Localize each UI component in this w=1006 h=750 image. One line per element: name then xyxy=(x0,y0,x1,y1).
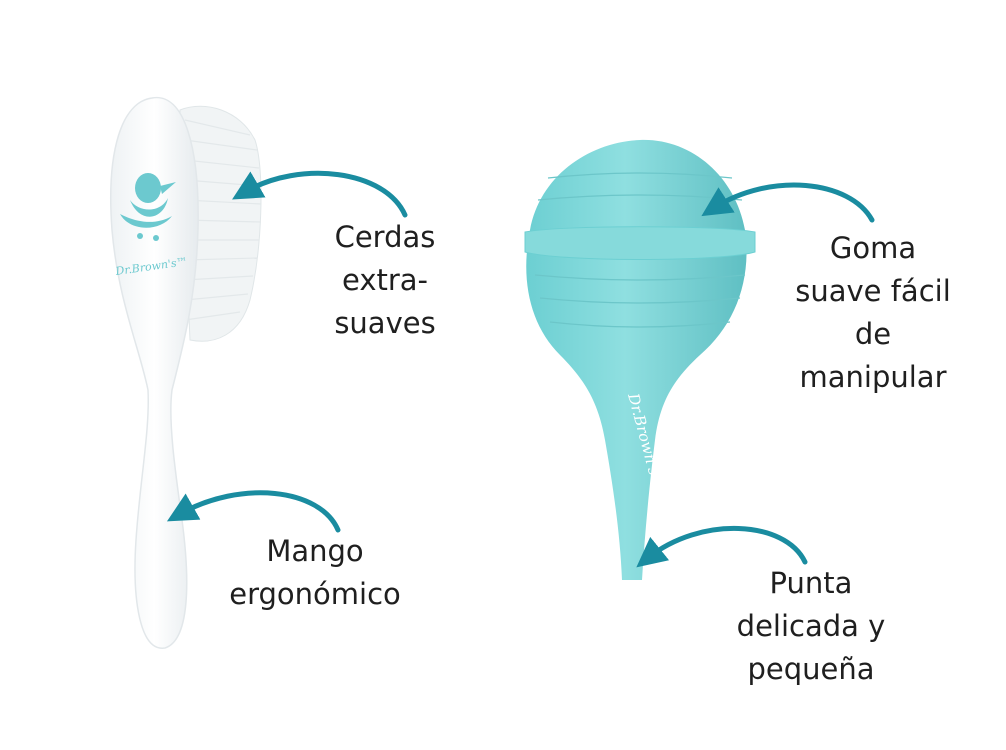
label-line: manipular xyxy=(799,360,947,394)
label-soft-bristles: Cerdas extra- suaves xyxy=(300,216,470,345)
label-line: delicada y xyxy=(736,609,886,643)
label-line: pequeña xyxy=(747,652,875,686)
brush-bristles xyxy=(179,105,262,342)
label-soft-rubber: Goma suave fácil de manipular xyxy=(768,227,978,399)
curved-arrow-icon xyxy=(232,170,408,218)
label-delicate-tip: Punta delicada y pequeña xyxy=(716,562,906,691)
label-line: Mango xyxy=(266,534,364,568)
label-line: suaves xyxy=(334,306,436,340)
curved-arrow-icon xyxy=(701,182,875,223)
label-line: de xyxy=(854,317,892,351)
aspirator-rim xyxy=(524,226,756,260)
curved-arrow-icon xyxy=(166,490,341,533)
bird-logo-icon xyxy=(120,173,176,241)
label-ergonomic-handle: Mango ergonómico xyxy=(205,530,425,616)
curved-arrow-icon xyxy=(636,525,808,568)
label-line: extra- xyxy=(341,263,429,297)
label-line: suave fácil xyxy=(795,274,951,308)
label-line: Cerdas xyxy=(334,220,436,254)
label-line: ergonómico xyxy=(229,577,401,611)
label-line: Goma xyxy=(829,231,917,265)
label-line: Punta xyxy=(769,566,853,600)
